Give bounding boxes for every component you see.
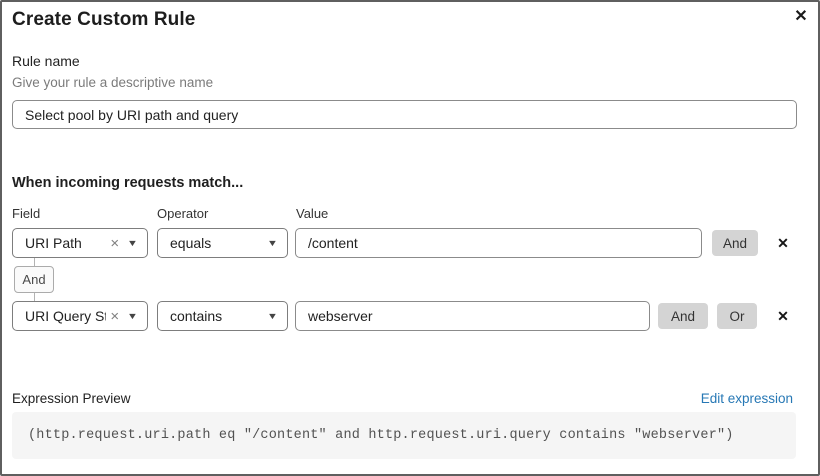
field-select-row2[interactable]: URI Query St... × ▼ (12, 301, 148, 331)
rule-name-input[interactable] (12, 100, 797, 129)
connector-line-top (34, 258, 35, 266)
and-connector-badge: And (14, 266, 54, 293)
operator-select-row2[interactable]: contains ▼ (157, 301, 288, 331)
remove-condition-icon-row2[interactable]: ✕ (773, 306, 793, 326)
operator-column-label: Operator (157, 206, 209, 221)
clear-field-icon[interactable]: × (110, 234, 120, 252)
connector-line-bottom (34, 293, 35, 301)
value-input-row1[interactable] (295, 228, 702, 258)
add-and-condition-button-row1[interactable]: And (712, 230, 758, 256)
field-column-label: Field (12, 206, 41, 221)
rule-name-label: Rule name (12, 53, 80, 69)
field-select-row1[interactable]: URI Path × ▼ (12, 228, 148, 258)
clear-field-icon[interactable]: × (110, 307, 120, 325)
dialog-title: Create Custom Rule (12, 9, 196, 30)
add-and-condition-button-row2[interactable]: And (658, 303, 708, 329)
add-or-condition-button-row2[interactable]: Or (717, 303, 757, 329)
operator-select-row1-value: equals (170, 235, 212, 251)
chevron-down-icon: ▼ (126, 237, 139, 248)
chevron-down-icon: ▼ (266, 310, 279, 321)
close-icon[interactable]: ✕ (790, 6, 812, 28)
expression-preview-code: (http.request.uri.path eq "/content" and… (12, 412, 796, 459)
chevron-down-icon: ▼ (266, 237, 279, 248)
value-input-row2[interactable] (295, 301, 650, 331)
chevron-down-icon: ▼ (126, 310, 139, 321)
field-select-row1-value: URI Path (25, 235, 82, 251)
expression-preview-label: Expression Preview (12, 391, 131, 406)
operator-select-row1[interactable]: equals ▼ (157, 228, 288, 258)
edit-expression-link[interactable]: Edit expression (700, 391, 793, 406)
match-heading: When incoming requests match... (12, 175, 244, 191)
value-column-label: Value (296, 206, 329, 221)
remove-condition-icon-row1[interactable]: ✕ (773, 233, 793, 253)
field-select-row2-value: URI Query St... (25, 308, 107, 324)
rule-name-helper: Give your rule a descriptive name (12, 75, 214, 90)
operator-select-row2-value: contains (170, 308, 223, 324)
